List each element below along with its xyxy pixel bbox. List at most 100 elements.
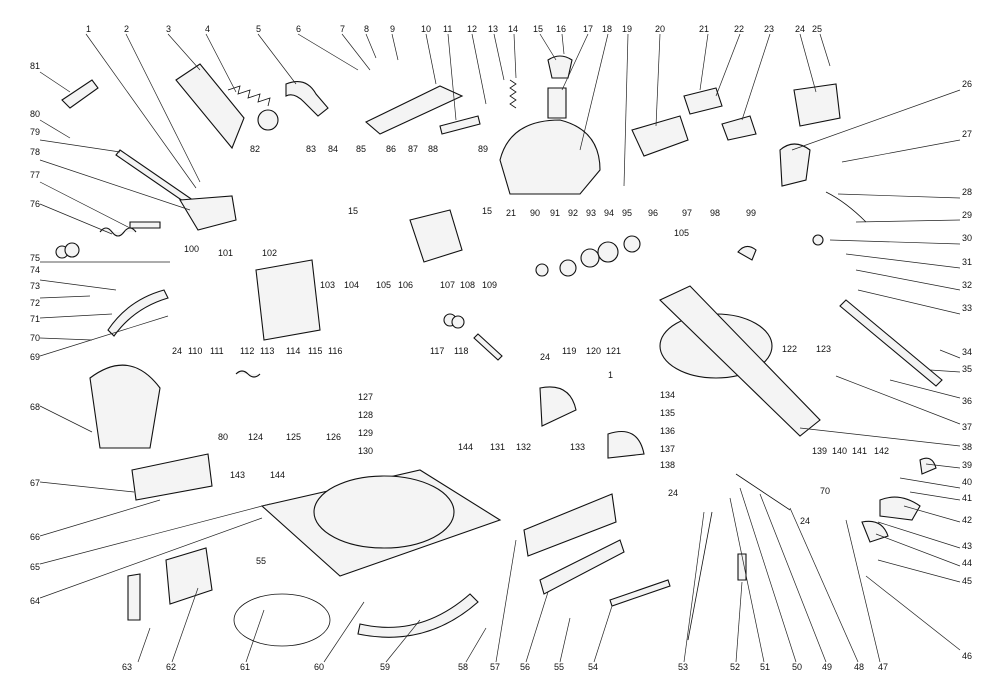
part-label-9: 9 [390, 24, 395, 34]
part-label-135: 135 [660, 408, 675, 418]
part-label-60: 60 [314, 662, 324, 672]
part-label-13: 13 [488, 24, 498, 34]
part-label-42: 42 [962, 515, 972, 525]
part-label-122: 122 [782, 344, 797, 354]
part-label-110: 110 [188, 346, 202, 356]
part-label-52: 52 [730, 662, 740, 672]
part-label-64: 64 [30, 596, 40, 606]
part-label-119: 119 [562, 346, 576, 356]
part-label-97: 97 [682, 208, 692, 218]
part-label-63: 63 [122, 662, 132, 672]
part-label-100: 100 [184, 244, 199, 254]
part-label-113: 113 [260, 346, 274, 356]
part-label-54: 54 [588, 662, 598, 672]
plate-133 [607, 430, 645, 459]
part-label-115: 115 [308, 346, 322, 356]
part-label-2: 2 [124, 24, 129, 34]
extension-56 [539, 539, 625, 595]
part-label-128: 128 [358, 410, 373, 420]
pin-52 [737, 553, 747, 581]
part-label-29: 29 [962, 210, 972, 220]
cap-5b [257, 109, 279, 131]
part-label-44: 44 [962, 558, 972, 568]
fence-67 [131, 453, 213, 501]
guard-131 [539, 386, 577, 427]
washer-93 [580, 248, 600, 268]
part-label-51: 51 [760, 662, 770, 672]
shaft-109 [473, 333, 503, 361]
part-label-26: 26 [962, 79, 972, 89]
link-122 [737, 245, 757, 261]
part-label-47: 47 [878, 662, 888, 672]
part-label-40: 40 [962, 477, 972, 487]
part-label-45: 45 [962, 576, 972, 586]
part-label-71: 71 [30, 314, 40, 324]
roller-76b [64, 242, 80, 258]
part-label-104: 104 [344, 280, 359, 290]
part-label-53: 53 [678, 662, 688, 672]
part-label-109: 109 [482, 280, 497, 290]
part-label-61: 61 [240, 662, 250, 672]
belt-61 [233, 593, 331, 647]
part-label-102: 102 [262, 248, 277, 258]
part-label-14: 14 [508, 24, 518, 34]
bar-11 [439, 115, 481, 135]
part-label-144b: 144 [458, 442, 473, 452]
part-label-95: 95 [622, 208, 632, 218]
part-label-112: 112 [240, 346, 254, 356]
part-label-48: 48 [854, 662, 864, 672]
part-label-6: 6 [296, 24, 301, 34]
part-label-87: 87 [408, 144, 418, 154]
part-label-55: 55 [554, 662, 564, 672]
washer-92 [559, 259, 577, 277]
part-label-98: 98 [710, 208, 720, 218]
part-label-33: 33 [962, 303, 972, 313]
part-label-73: 73 [30, 281, 40, 291]
part-label-31: 31 [962, 257, 972, 267]
part-label-88: 88 [428, 144, 438, 154]
part-label-62: 62 [166, 662, 176, 672]
part-label-3: 3 [166, 24, 171, 34]
part-label-1: 1 [86, 24, 91, 34]
part-label-30: 30 [962, 233, 972, 243]
motor-cover-100 [255, 259, 321, 341]
part-label-137: 137 [660, 444, 675, 454]
elbow-5 [285, 81, 329, 117]
part-label-140: 140 [832, 446, 847, 456]
part-label-39: 39 [962, 460, 972, 470]
part-label-141: 141 [852, 446, 867, 456]
part-label-99: 99 [746, 208, 756, 218]
rod-63 [127, 573, 141, 621]
lever-71 [107, 289, 169, 337]
part-label-86: 86 [386, 144, 396, 154]
part-label-92: 92 [568, 208, 578, 218]
part-label-34: 34 [962, 347, 972, 357]
part-label-8: 8 [364, 24, 369, 34]
part-label-103: 103 [320, 280, 335, 290]
part-label-41: 41 [962, 493, 972, 503]
part-label-144a: 144 [270, 470, 285, 480]
part-label-17: 17 [583, 24, 593, 34]
bracket-26 [779, 143, 811, 187]
part-label-15c: 15 [482, 206, 492, 216]
part-label-57: 57 [490, 662, 500, 672]
part-label-1b: 1 [608, 370, 613, 380]
cover-23 [721, 115, 757, 141]
part-label-93: 93 [586, 208, 596, 218]
rail-28 [825, 191, 867, 223]
comb-4 [227, 85, 271, 107]
part-label-65: 65 [30, 562, 40, 572]
part-label-107: 107 [440, 280, 455, 290]
part-label-11: 11 [443, 24, 452, 34]
bracket-86 [409, 209, 463, 263]
part-label-43: 43 [962, 541, 972, 551]
part-label-58: 58 [458, 662, 468, 672]
part-label-124: 124 [248, 432, 263, 442]
knob-39 [919, 457, 937, 475]
part-label-75: 75 [30, 253, 40, 263]
spring-111 [235, 370, 261, 378]
part-label-101: 101 [218, 248, 233, 258]
part-label-120: 120 [586, 346, 601, 356]
pin-78 [129, 221, 161, 229]
